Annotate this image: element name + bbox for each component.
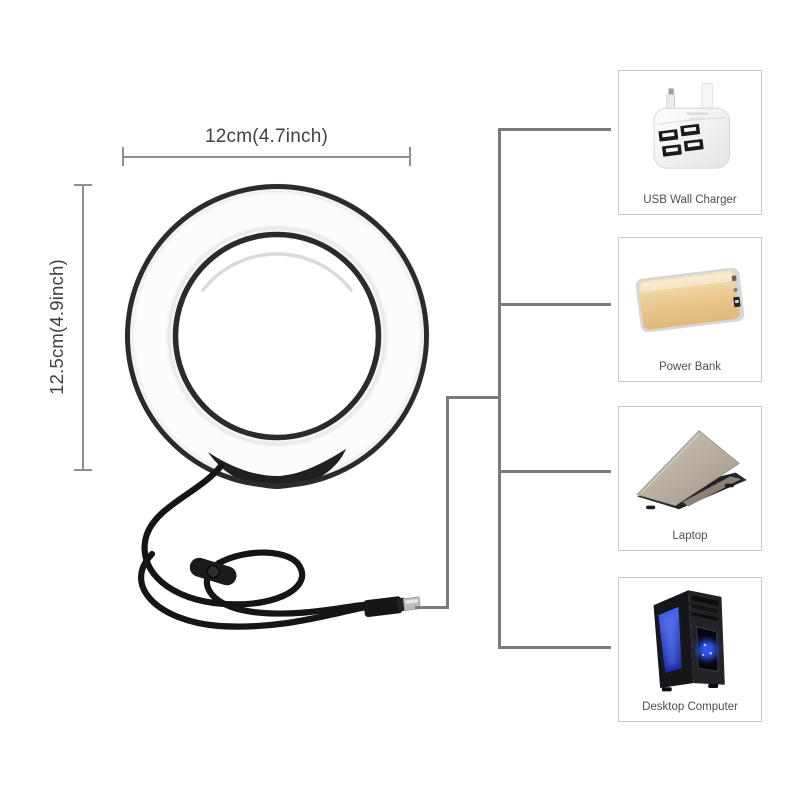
power-option-label: Laptop	[672, 530, 708, 542]
laptop-icon	[636, 429, 747, 509]
power-option-label: USB Wall Charger	[643, 194, 737, 206]
usb-plug	[363, 596, 421, 618]
desktop-computer-image	[619, 578, 761, 701]
connector-junction	[446, 396, 501, 399]
dimension-tick	[74, 184, 92, 186]
connector-plug-vertical	[446, 396, 449, 609]
connector-branch-3	[498, 470, 611, 473]
dimension-tick	[74, 469, 92, 471]
power-option-label: Power Bank	[658, 361, 721, 373]
height-dimension-label: 12.5cm(4.9inch)	[46, 259, 67, 395]
connector-branch-2	[498, 303, 611, 306]
power-option-card-power-bank: Power Bank	[618, 237, 762, 382]
inline-switch	[189, 557, 237, 586]
dimension-tick	[409, 147, 411, 166]
power-option-label: Desktop Computer	[642, 701, 738, 713]
desktop-computer-icon	[653, 589, 725, 691]
height-dimension-line	[82, 185, 84, 471]
connector-branch-1	[498, 128, 611, 131]
power-option-card-usb-wall-charger: USB Wall Charger	[618, 70, 762, 215]
width-dimension-line	[123, 156, 410, 158]
connector-branch-4	[498, 646, 611, 649]
ring-inner-reflection	[201, 252, 353, 292]
usb-cable	[138, 462, 378, 630]
laptop-image	[619, 407, 761, 530]
power-bank-icon	[635, 267, 745, 332]
width-dimension-label: 12cm(4.7inch)	[205, 126, 328, 147]
ring-diffuser	[125, 184, 429, 488]
usb-wall-charger-icon	[653, 82, 730, 169]
ring-outer-rim	[125, 184, 429, 488]
usb-wall-charger-image	[619, 71, 761, 194]
power-bank-image	[619, 238, 761, 361]
connector-trunk	[498, 128, 501, 649]
power-option-card-desktop: Desktop Computer	[618, 577, 762, 722]
power-option-card-laptop: Laptop	[618, 406, 762, 551]
ring-inner-rim	[172, 231, 382, 441]
ring-base	[208, 449, 346, 489]
dimension-tick	[122, 147, 124, 166]
connector-plug-horizontal	[415, 606, 449, 609]
